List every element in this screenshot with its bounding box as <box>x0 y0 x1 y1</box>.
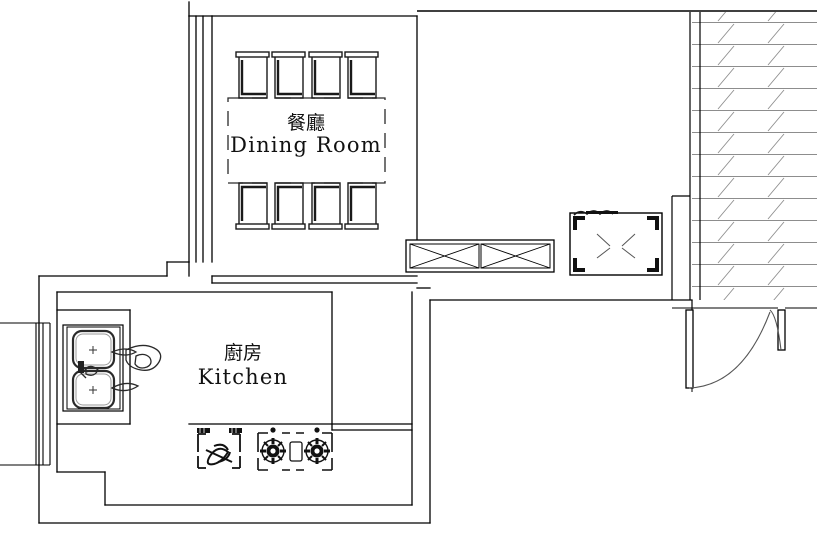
room-label-kitchen: 廚房 Kitchen <box>198 341 288 389</box>
dining-chair-row-top <box>235 51 379 99</box>
kitchen-sink <box>62 324 162 412</box>
washing-machine <box>197 428 242 469</box>
door-leaf-left <box>685 309 694 389</box>
kitchen-label-cn: 廚房 <box>224 341 262 364</box>
alcove-wall-nib <box>671 12 701 300</box>
dining-room-label-cn: 餐廳 <box>287 112 325 134</box>
door-swing-arc-right <box>769 309 782 351</box>
kitchen-label-en: Kitchen <box>198 365 288 389</box>
window-left <box>0 322 51 466</box>
x-braced-railing <box>405 239 555 273</box>
door-swing-arc-left <box>688 311 771 389</box>
dining-room-label-en: Dining Room <box>230 133 382 157</box>
sofa <box>569 210 663 276</box>
gas-cooktop <box>257 427 333 471</box>
dining-chair-row-bottom <box>235 182 379 230</box>
wall-lines <box>38 1 693 524</box>
dining-table <box>227 97 386 184</box>
double-swing-door <box>672 300 817 392</box>
room-label-dining: 餐廳 Dining Room <box>230 112 382 157</box>
door-leaf-right <box>777 309 786 351</box>
